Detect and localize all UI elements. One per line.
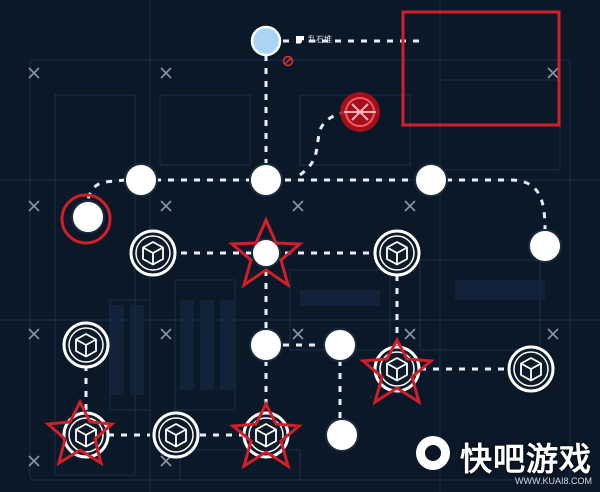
highlight-circle <box>60 193 112 245</box>
watermark-text: 快吧游戏 <box>459 440 592 478</box>
map-node[interactable] <box>325 418 359 452</box>
red-annotations <box>44 10 561 470</box>
supply-box-icon[interactable] <box>152 411 200 459</box>
highlight-rectangle <box>401 10 561 127</box>
supply-box-icon[interactable] <box>373 229 421 277</box>
map-node[interactable] <box>414 163 448 197</box>
supply-box-icon[interactable] <box>129 229 177 277</box>
start-node-name: 乱石堆 <box>308 35 332 44</box>
star-marker <box>359 336 435 406</box>
start-node[interactable] <box>250 25 282 57</box>
map-node[interactable] <box>124 163 158 197</box>
path-lines <box>84 39 547 437</box>
map-node[interactable] <box>528 229 562 263</box>
watermark-logo-icon <box>415 436 450 470</box>
no-entry-icon <box>282 55 294 67</box>
map-node[interactable] <box>249 328 283 362</box>
map-node[interactable] <box>249 163 283 197</box>
map-node[interactable] <box>323 328 357 362</box>
watermark-url: WWW.KUAI8.COM <box>515 476 592 486</box>
supply-box-icon[interactable] <box>373 345 421 393</box>
supply-box-icon[interactable] <box>507 345 555 393</box>
star-marker <box>44 398 116 467</box>
star-marker <box>229 400 303 470</box>
star-marker <box>228 216 304 289</box>
enemy-node-icon[interactable] <box>340 92 380 132</box>
supply-box-icon[interactable] <box>62 321 110 369</box>
x-markers <box>28 67 559 467</box>
map-node-circled[interactable] <box>71 200 105 234</box>
watermark: 快吧游戏 WWW.KUAI8.COM <box>415 434 592 486</box>
map-node-starred[interactable] <box>251 238 281 268</box>
flag-icon <box>296 35 304 44</box>
start-node-label: 乱石堆 <box>296 34 332 45</box>
